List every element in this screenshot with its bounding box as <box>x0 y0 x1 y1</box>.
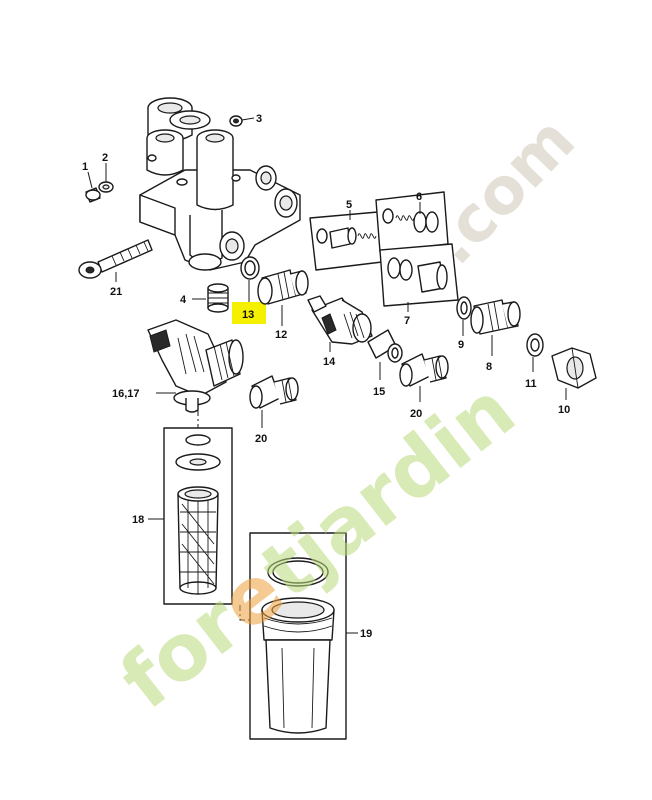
callout-12: 12 <box>275 329 287 341</box>
callout-10: 10 <box>558 404 570 416</box>
part-8-fitting <box>470 299 521 335</box>
callout-15: 15 <box>373 386 385 398</box>
part-20-hose-fitting-right <box>399 353 449 387</box>
part-9-o-ring <box>456 296 472 320</box>
part-20-hose-fitting-left <box>249 375 299 409</box>
part-12-fitting <box>257 269 309 305</box>
callout-9: 9 <box>458 339 464 351</box>
callout-18: 18 <box>132 514 144 526</box>
callout-3: 3 <box>256 113 262 125</box>
callout-16-17: 16,17 <box>112 388 140 400</box>
part-15-tube <box>367 329 403 363</box>
callout-21: 21 <box>110 286 122 298</box>
part-16-17-filter-head <box>147 319 244 413</box>
part-21-long-bolt <box>78 239 153 279</box>
callout-2: 2 <box>102 152 108 164</box>
part-2-washer <box>98 181 114 193</box>
highlight-marker-13 <box>232 302 266 324</box>
callout-6: 6 <box>416 191 422 203</box>
part-13-o-ring <box>240 256 260 280</box>
callout-14: 14 <box>323 356 336 368</box>
callout-5: 5 <box>346 199 352 211</box>
part-18-filter-insert <box>163 427 233 605</box>
callout-1: 1 <box>82 161 88 173</box>
callout-7: 7 <box>404 315 410 327</box>
callout-19: 19 <box>360 628 372 640</box>
part-14-injector <box>307 295 373 345</box>
callout-11: 11 <box>525 378 537 390</box>
part-11-o-ring <box>526 333 544 357</box>
callout-13: 13 <box>242 309 254 321</box>
callout-20-right: 20 <box>410 408 422 420</box>
part-3-plug <box>229 115 243 127</box>
part-7-valve-kit-box <box>379 243 459 307</box>
watermark-tld: .com <box>416 103 589 279</box>
callout-8: 8 <box>486 361 492 373</box>
part-1-screw <box>85 187 101 203</box>
part-10-hex-nut <box>551 347 597 389</box>
pump-head-manifold <box>139 97 301 271</box>
part-19-filter-bowl <box>249 532 347 740</box>
callout-4: 4 <box>180 294 187 306</box>
part-5-kit-box <box>309 211 383 271</box>
callout-20-left: 20 <box>255 433 267 445</box>
part-4-screen <box>207 283 229 313</box>
